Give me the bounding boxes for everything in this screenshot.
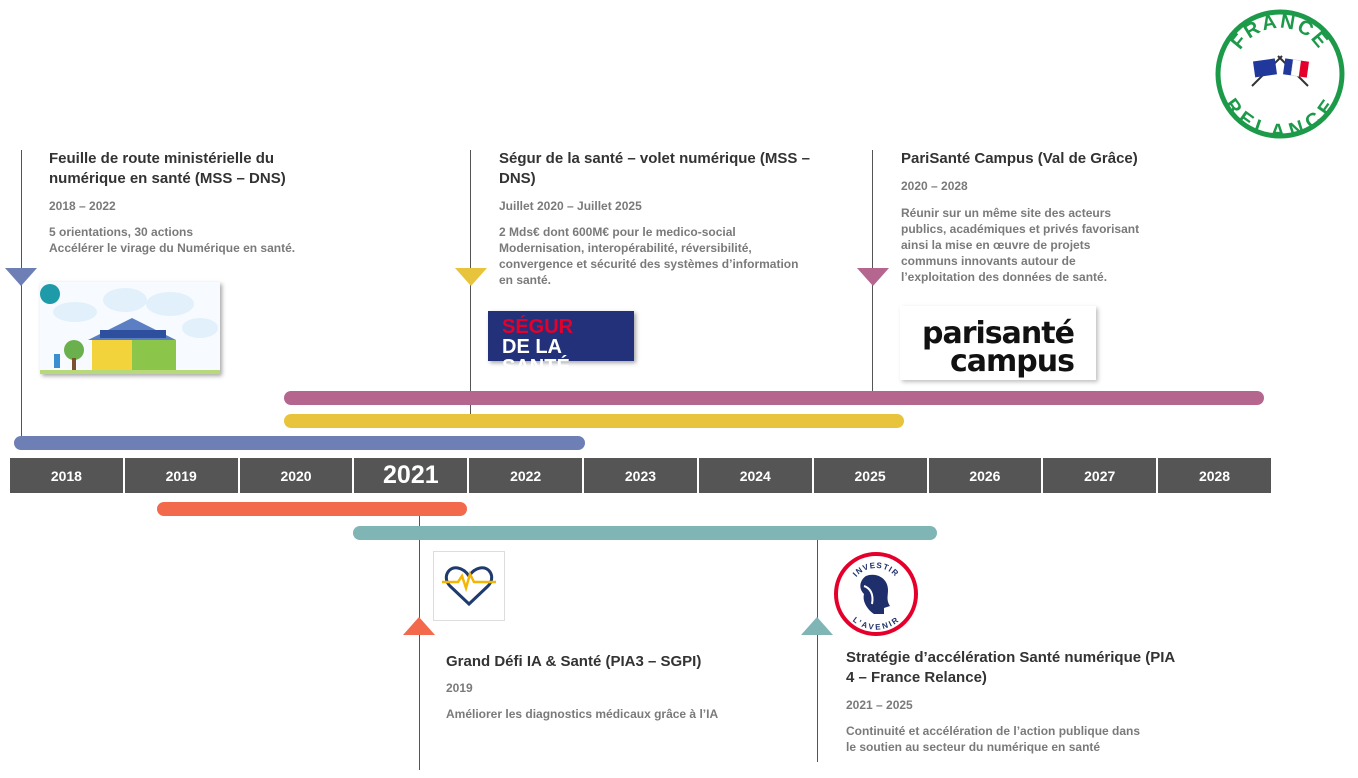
france-relance-logo: FRANCE RELANCE xyxy=(1214,8,1346,143)
parisante-desc-4: communs innovants autour de xyxy=(901,254,1076,268)
year-2026: 2026 xyxy=(928,458,1044,493)
year-2023: 2023 xyxy=(584,458,699,493)
feuille-title: Feuille de route ministérielle du numéri… xyxy=(49,150,286,187)
parisante-logo-line2: campus xyxy=(950,344,1075,379)
feuille-duration-bar xyxy=(14,436,585,450)
segur-desc-3: convergence et sécurité des systèmes d’i… xyxy=(499,257,799,271)
year-2025: 2025 xyxy=(813,458,929,493)
grand-defi-logo xyxy=(433,551,505,621)
grand-defi-duration-bar xyxy=(157,502,467,516)
feuille-marker xyxy=(5,268,37,286)
strategie-connector xyxy=(817,540,818,762)
year-2022: 2022 xyxy=(469,458,585,493)
segur-logo: SÉGUR DE LA SANTÉ xyxy=(488,311,634,377)
strategie-duration-bar xyxy=(353,526,937,540)
grand-defi-marker xyxy=(403,617,435,635)
parisante-desc-2: publics, académiques et privés favorisan… xyxy=(901,222,1140,236)
grand-defi-connector xyxy=(419,510,420,770)
segur-title: Ségur de la santé – volet numérique (MSS… xyxy=(499,150,810,187)
parisante-desc-1: Réunir sur un même site des acteurs xyxy=(901,206,1112,220)
feuille-desc-1: 5 orientations, 30 actions xyxy=(49,225,194,239)
grand-defi-period: 2019 xyxy=(446,681,473,695)
segur-duration-bar xyxy=(284,414,904,428)
segur-desc-1: 2 Mds€ dont 600M€ pour le medico-social xyxy=(499,225,736,239)
year-2028: 2028 xyxy=(1158,458,1271,493)
segur-desc-2: Modernisation, interopérabilité, réversi… xyxy=(499,241,752,255)
segur-logo-line1: SÉGUR xyxy=(502,316,574,338)
parisante-logo-line1: parisanté xyxy=(922,316,1075,351)
investir-avenir-logo: INVESTIR L’AVENIR xyxy=(834,552,918,636)
year-2018: 2018 xyxy=(10,458,125,493)
feuille-period: 2018 – 2022 xyxy=(49,199,116,213)
strategie-period: 2021 – 2025 xyxy=(846,698,913,712)
year-2020: 2020 xyxy=(239,458,355,493)
year-2027: 2027 xyxy=(1043,458,1159,493)
parisante-duration-bar xyxy=(284,391,1264,405)
segur-logo-line2: DE LA SANTÉ xyxy=(502,336,570,378)
feuille-connector xyxy=(21,150,22,445)
strategie-desc-2: le soutien au secteur du numérique en sa… xyxy=(846,740,1101,754)
segur-desc-4: en santé. xyxy=(499,273,552,287)
strategie-marker xyxy=(801,617,833,635)
year-2021: 2021 xyxy=(354,458,470,493)
grand-defi-title: Grand Défi IA & Santé (PIA3 – SGPI) xyxy=(446,653,702,670)
parisante-desc-5: l’exploitation des données de santé. xyxy=(901,270,1108,284)
parisante-logo: parisanté campus xyxy=(900,306,1096,380)
segur-period: Juillet 2020 – Juillet 2025 xyxy=(499,199,642,213)
parisante-title: PariSanté Campus (Val de Grâce) xyxy=(901,150,1138,167)
strategie-title: Stratégie d’accélération Santé numérique… xyxy=(846,649,1175,686)
segur-marker xyxy=(455,268,487,286)
parisante-marker xyxy=(857,268,889,286)
feuille-illustration xyxy=(40,282,220,374)
year-axis: 2018 2019 2020 2021 2022 2023 2024 2025 … xyxy=(10,458,1271,493)
heart-pulse-icon xyxy=(442,566,496,607)
year-2019: 2019 xyxy=(124,458,240,493)
parisante-desc-3: ainsi la mise en œuvre de projets xyxy=(901,238,1091,252)
parisante-period: 2020 – 2028 xyxy=(901,179,968,193)
grand-defi-desc: Améliorer les diagnostics médicaux grâce… xyxy=(446,707,719,721)
year-2024: 2024 xyxy=(698,458,814,493)
feuille-desc-2: Accélérer le virage du Numérique en sant… xyxy=(49,241,296,255)
strategie-desc-1: Continuité et accélération de l’action p… xyxy=(846,724,1141,738)
